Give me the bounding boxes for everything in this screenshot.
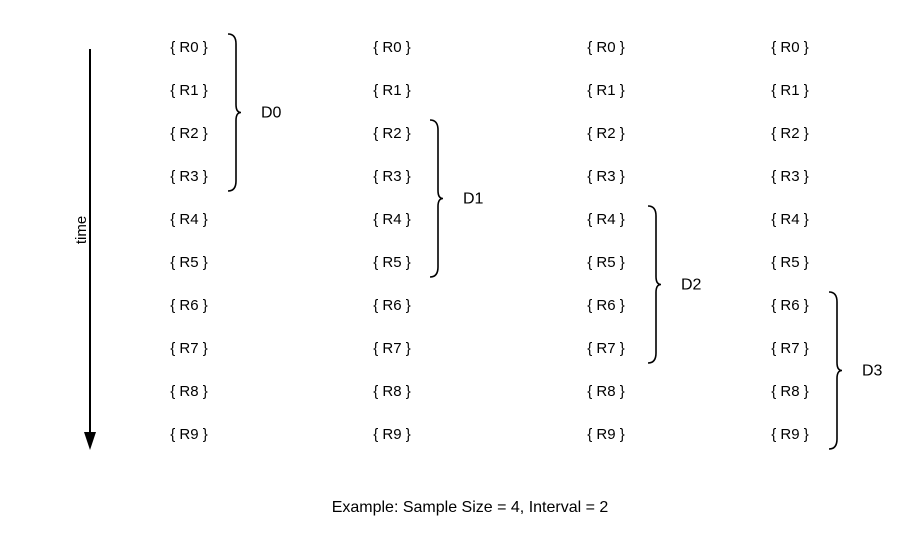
record-column: { R0 } { R1 } { R2 } { R3 } { R4 } { R5 } { R6…	[587, 39, 701, 443]
record-label: { R1 }	[373, 82, 411, 99]
record-label: { R0 }	[170, 39, 208, 56]
record-label: { R8 }	[587, 383, 625, 400]
record-label: { R3 }	[771, 168, 809, 185]
record-label: { R3 }	[170, 168, 208, 185]
record-label: { R9 }	[587, 426, 625, 443]
record-label: { R5 }	[587, 254, 625, 271]
record-column: { R0 } { R1 } { R2 } { R3 } { R4 } { R5 } { R6…	[170, 33, 282, 443]
record-label: { R8 }	[771, 383, 809, 400]
record-label: { R9 }	[373, 426, 411, 443]
record-label: { R6 }	[170, 297, 208, 314]
group-brace	[647, 205, 662, 364]
record-column: { R0 } { R1 } { R2 } { R3 } { R4 } { R5 } { R6…	[771, 39, 883, 450]
record-label: { R5 }	[170, 254, 208, 271]
record-label: { R9 }	[771, 426, 809, 443]
record-label: { R0 }	[373, 39, 411, 56]
record-label: { R7 }	[373, 340, 411, 357]
record-label: { R8 }	[373, 383, 411, 400]
record-label: { R3 }	[587, 168, 625, 185]
group-label: D0	[261, 105, 282, 122]
record-label: { R2 }	[170, 125, 208, 142]
record-label: { R2 }	[771, 125, 809, 142]
record-label: { R5 }	[771, 254, 809, 271]
record-label: { R0 }	[771, 39, 809, 56]
time-arrow-head	[84, 432, 96, 450]
record-label: { R9 }	[170, 426, 208, 443]
record-label: { R1 }	[170, 82, 208, 99]
record-label: { R4 }	[373, 211, 411, 228]
record-label: { R7 }	[771, 340, 809, 357]
group-brace	[828, 291, 843, 450]
record-label: { R4 }	[587, 211, 625, 228]
record-label: { R8 }	[170, 383, 208, 400]
record-label: { R1 }	[587, 82, 625, 99]
record-label: { R2 }	[587, 125, 625, 142]
record-label: { R6 }	[771, 297, 809, 314]
record-label: { R3 }	[373, 168, 411, 185]
record-label: { R4 }	[771, 211, 809, 228]
group-label: D1	[463, 191, 484, 208]
record-label: { R1 }	[771, 82, 809, 99]
time-axis: time	[73, 49, 96, 450]
time-label: time	[73, 216, 90, 244]
group-label: D2	[681, 277, 702, 294]
group-brace	[227, 33, 242, 192]
record-label: { R7 }	[170, 340, 208, 357]
group-label: D3	[862, 363, 883, 380]
record-label: { R5 }	[373, 254, 411, 271]
record-label: { R6 }	[587, 297, 625, 314]
group-brace	[429, 119, 444, 278]
caption: Example: Sample Size = 4, Interval = 2	[332, 499, 609, 516]
record-label: { R4 }	[170, 211, 208, 228]
record-label: { R2 }	[373, 125, 411, 142]
record-label: { R0 }	[587, 39, 625, 56]
record-label: { R7 }	[587, 340, 625, 357]
record-column: { R0 } { R1 } { R2 } { R3 } { R4 } { R5 } { R6…	[373, 39, 483, 443]
record-label: { R6 }	[373, 297, 411, 314]
